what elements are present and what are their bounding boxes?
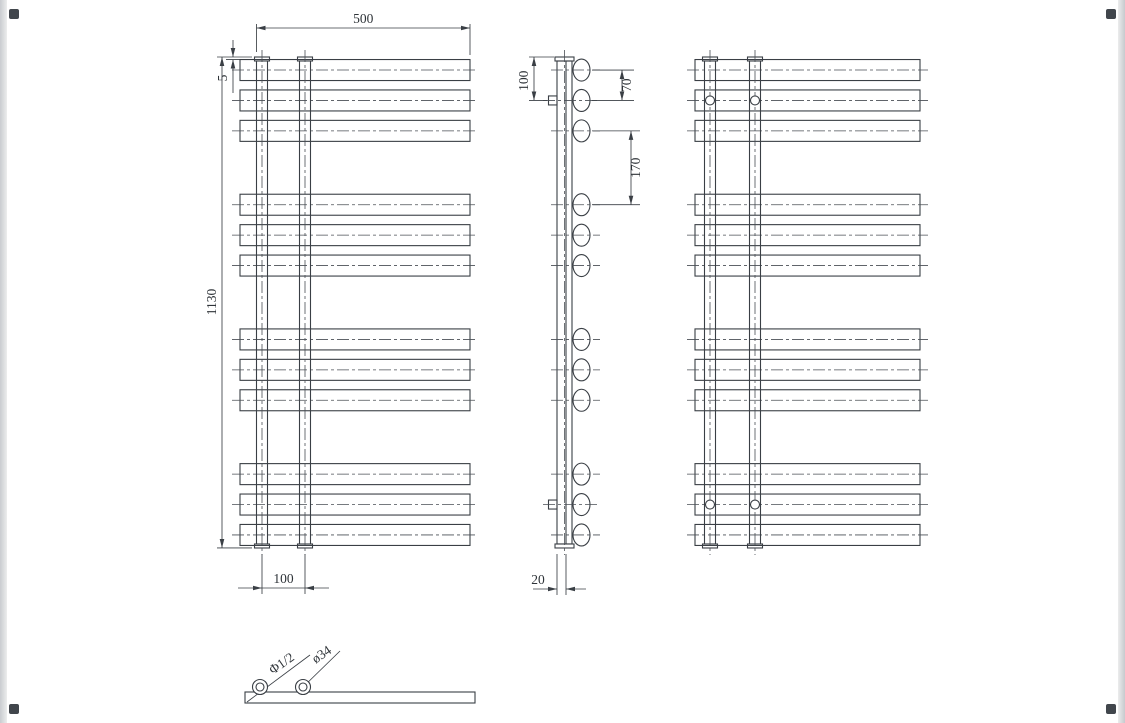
- label-tube-diameter: ø34: [309, 642, 334, 666]
- dim-arrow: [305, 585, 314, 591]
- dim-overall-width: 500: [353, 11, 374, 26]
- label-connection-thread: Φ1/2: [266, 649, 297, 677]
- dim-bar-pitch: 70: [619, 78, 634, 92]
- dim-arrow: [619, 70, 625, 80]
- bracket-hole: [749, 95, 761, 106]
- page-edge-left: [0, 0, 7, 723]
- dim-arrow: [619, 91, 625, 101]
- dim-arrow: [461, 25, 470, 31]
- dim-arrow: [548, 586, 557, 592]
- dim-overall-height: 1130: [204, 289, 219, 316]
- dim-arrow: [219, 538, 225, 548]
- front-dimensions: 500 1130 5 100: [204, 11, 471, 594]
- side-view: [543, 50, 600, 555]
- plan-body: [244, 691, 476, 704]
- connection-boss-inner: [298, 682, 308, 692]
- dim-arrow: [628, 195, 634, 205]
- bracket-hole: [749, 499, 761, 510]
- dim-arrow: [219, 57, 225, 66]
- dim-arrow: [531, 57, 537, 66]
- dim-depth: 20: [531, 572, 545, 587]
- page-edge-right: [1118, 0, 1125, 723]
- dim-arrow: [256, 25, 266, 31]
- dim-arrow: [253, 585, 262, 591]
- dim-arrow: [230, 59, 236, 69]
- dim-connector-offset: 100: [516, 70, 531, 91]
- plan-view: Φ1/2 ø34: [244, 642, 476, 704]
- back-view: [687, 50, 928, 555]
- corner-mark-top-left: [9, 9, 19, 19]
- corner-mark-bottom-left: [9, 704, 19, 714]
- side-dimensions: 100 70 170 20: [516, 56, 643, 595]
- bracket-hole: [704, 95, 716, 106]
- front-view: [232, 50, 478, 555]
- bracket-hole: [704, 499, 716, 510]
- connection-boss-inner: [255, 682, 265, 692]
- dim-arrow: [566, 586, 575, 592]
- dim-group-pitch: 170: [628, 157, 643, 178]
- dim-arrow: [628, 130, 634, 140]
- corner-mark-top-right: [1106, 9, 1116, 19]
- dim-arrow: [531, 91, 537, 101]
- dim-arrow: [230, 48, 236, 57]
- dim-tube-spacing: 100: [273, 571, 294, 586]
- dim-top-gap: 5: [215, 74, 230, 81]
- corner-mark-bottom-right: [1106, 704, 1116, 714]
